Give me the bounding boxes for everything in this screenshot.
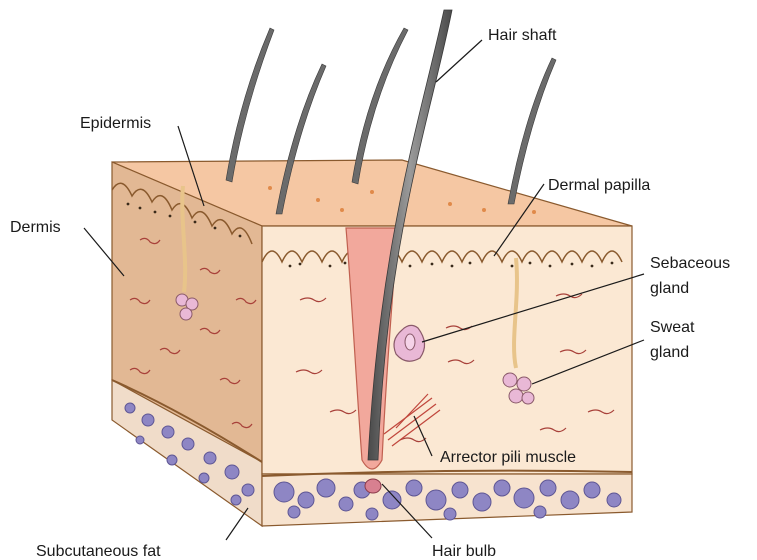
label-dermal-papilla: Dermal papilla [548, 177, 650, 194]
label-dermis: Dermis [10, 219, 61, 236]
label-epidermis: Epidermis [80, 115, 151, 132]
label-subcutaneous-fat: Subcutaneous fat [36, 543, 161, 560]
label-arrector-pili: Arrector pili muscle [440, 449, 576, 466]
label-hair-shaft: Hair shaft [488, 27, 557, 44]
label-sebaceous-line2: gland [650, 280, 689, 297]
label-sweat-line2: gland [650, 344, 689, 361]
hair-bulb [365, 479, 381, 493]
front-dermis [262, 226, 632, 474]
label-sebaceous-line1: Sebaceous [650, 255, 730, 272]
label-sweat-line1: Sweat [650, 319, 695, 336]
label-hair-bulb: Hair bulb [432, 543, 496, 560]
